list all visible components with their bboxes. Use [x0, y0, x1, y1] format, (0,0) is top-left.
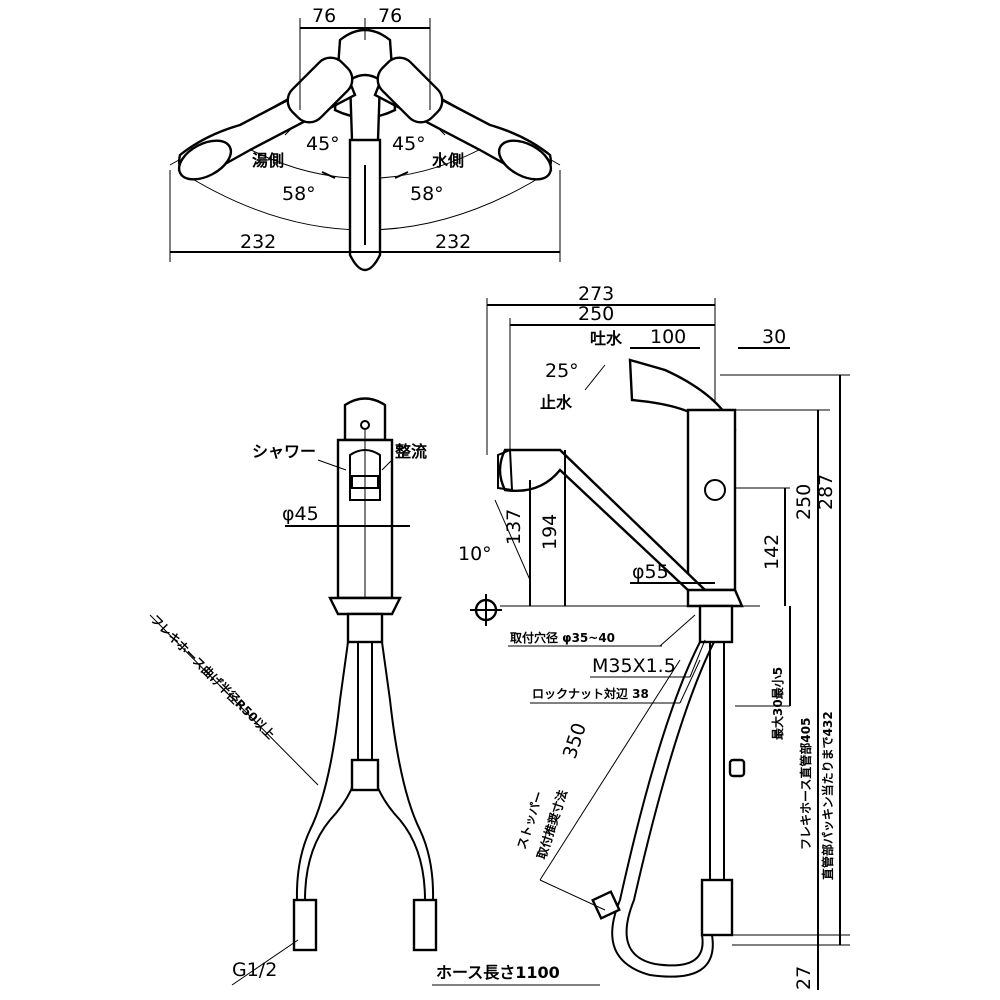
front-dia-45: φ45 [282, 503, 319, 525]
side-dim-194: 194 [539, 514, 561, 550]
front-flex-bend: フレキホース曲げ半径R50以上 [148, 612, 278, 742]
top-angle-right-45: 45° [392, 133, 426, 155]
side-dim-100: 100 [650, 326, 686, 348]
front-hose-length: ホース長さ1100 [436, 963, 560, 982]
top-cold-side: 水側 [432, 151, 464, 170]
top-hot-side: 湯側 [252, 151, 284, 170]
side-dim-287: 287 [815, 474, 837, 510]
top-dim-right-232: 232 [435, 231, 471, 253]
side-dim-142: 142 [761, 534, 783, 570]
top-angle-right-58: 58° [410, 183, 444, 205]
side-thread: M35X1.5 [592, 655, 676, 677]
top-dim-left-232: 232 [240, 231, 276, 253]
side-angle-10: 10° [458, 543, 492, 565]
side-angle-25: 25° [545, 360, 579, 382]
side-flex-straight: フレキホース直管部405 [798, 718, 813, 850]
top-angle-left-58: 58° [282, 183, 316, 205]
front-straight: 整流 [394, 442, 427, 461]
front-g-half: G1/2 [232, 959, 277, 981]
side-spout-on: 吐水 [590, 329, 623, 348]
side-dim-137: 137 [503, 509, 525, 545]
top-dim-right-76: 76 [378, 5, 402, 27]
side-packing: 直管部パッキン当たりまで432 [820, 711, 835, 880]
side-dim-273: 273 [578, 283, 614, 305]
side-max30: 最大30最小5 [770, 667, 785, 740]
side-dim-250-vert: 250 [793, 484, 815, 520]
side-dia-55: φ55 [632, 561, 669, 583]
top-dim-left-76: 76 [312, 5, 336, 27]
side-dim-250-top: 250 [578, 303, 614, 325]
side-dim-30: 30 [762, 326, 786, 348]
top-angle-left-45: 45° [306, 133, 340, 155]
front-shower: シャワー [252, 442, 316, 461]
side-view: 273 250 吐水 100 30 25° 止水 10° 137 194 [458, 283, 850, 990]
side-hole-dia: 取付穴径 φ35~40 [510, 630, 615, 645]
top-view: 76 76 45° 45° 湯側 水側 58° 58° 232 232 [169, 5, 561, 272]
side-locknut: ロックナット対辺 38 [532, 686, 649, 701]
side-dim-27: 27 [793, 966, 815, 990]
side-spout-off: 止水 [540, 393, 573, 412]
side-dim-350: 350 [559, 720, 591, 761]
